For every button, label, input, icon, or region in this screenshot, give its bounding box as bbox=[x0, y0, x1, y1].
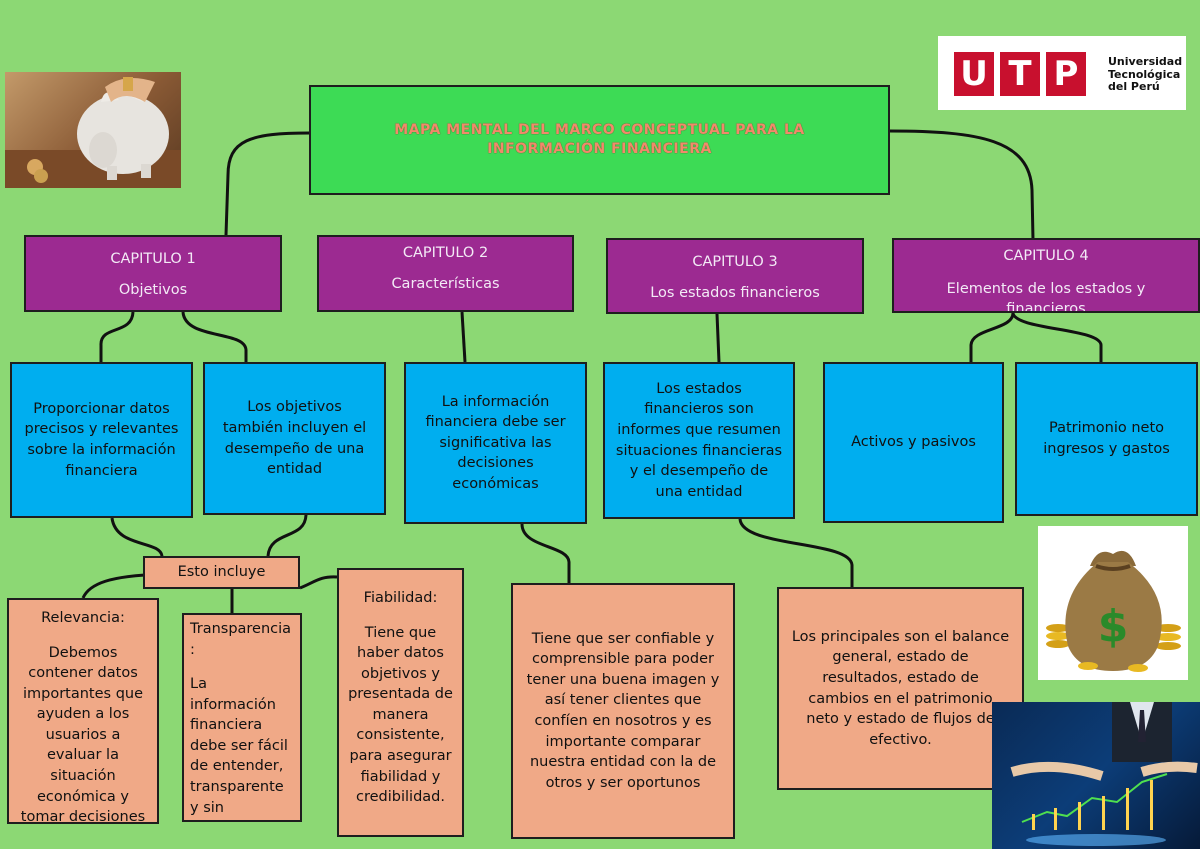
chapter-1-box: CAPITULO 1 Objetivos bbox=[24, 235, 282, 312]
title-box: MAPA MENTAL DEL MARCO CONCEPTUAL PARA LA… bbox=[309, 85, 890, 195]
detail-4-box: Los estados financieros son informes que… bbox=[603, 362, 795, 519]
confiable-box: Tiene que ser confiable y comprensible p… bbox=[511, 583, 735, 839]
chapter-2-box: CAPITULO 2 Características bbox=[317, 235, 574, 312]
detail-5-box: Activos y pasivos bbox=[823, 362, 1004, 523]
utp-logo: U T P Universidad Tecnológica del Perú bbox=[938, 36, 1186, 110]
piggy-bank-icon bbox=[5, 77, 181, 188]
chapter-4-label: CAPITULO 4 bbox=[1003, 248, 1089, 264]
detail-6-box: Patrimonio neto ingresos y gastos bbox=[1015, 362, 1198, 516]
detail-3-text: La información financiera debe ser signi… bbox=[425, 393, 566, 492]
transparencia-text: La información financiera debe ser fácil… bbox=[190, 676, 288, 816]
money-bag-icon: $ bbox=[1046, 550, 1181, 672]
chapter-3-label: CAPITULO 3 bbox=[692, 254, 778, 270]
piggy-bank-photo bbox=[5, 72, 181, 188]
money-bag-image: $ bbox=[1038, 526, 1188, 680]
chapter-1-subtitle: Objetivos bbox=[118, 281, 188, 298]
detail-2-text: Los objetivos también incluyen el desemp… bbox=[222, 399, 367, 478]
detail-1-text: Proporcionar datos precisos y relevantes… bbox=[24, 400, 179, 479]
includes-box: Esto incluye bbox=[143, 556, 300, 589]
connector-cap4-d5 bbox=[969, 312, 1015, 362]
utp-name: Universidad Tecnológica del Perú bbox=[1108, 55, 1183, 94]
chapter-3-subtitle: Los estados financieros bbox=[650, 284, 820, 301]
detail-5-text: Activos y pasivos bbox=[851, 434, 976, 451]
utp-letters: U T P bbox=[954, 52, 1086, 96]
connector-cap1-d2 bbox=[181, 311, 248, 362]
detail-4-text: Los estados financieros son informes que… bbox=[615, 380, 783, 500]
confiable-text: Tiene que ser confiable y comprensible p… bbox=[526, 630, 720, 791]
connector-includes-fiabilidad bbox=[299, 575, 338, 590]
business-hands-photo bbox=[992, 702, 1200, 849]
transparencia-box: Transparencia : La información financier… bbox=[182, 613, 302, 822]
connector-cap4-d6 bbox=[1011, 312, 1103, 362]
fiabilidad-text: Tiene que haber datos objetivos y presen… bbox=[348, 624, 453, 806]
detail-3-box: La información financiera debe ser signi… bbox=[404, 362, 587, 524]
connector-cap1-d1 bbox=[99, 311, 135, 362]
chapter-4-subtitle: Elementos de los estados y financieros bbox=[946, 280, 1146, 313]
includes-text: Esto incluye bbox=[177, 564, 266, 581]
principales-text: Los principales son el balance general, … bbox=[791, 628, 1010, 748]
chapter-3-box: CAPITULO 3 Los estados financieros bbox=[606, 238, 864, 314]
detail-2-box: Los objetivos también incluyen el desemp… bbox=[203, 362, 386, 515]
detail-1-box: Proporcionar datos precisos y relevantes… bbox=[10, 362, 193, 518]
fiabilidad-heading: Fiabilidad: bbox=[363, 590, 438, 606]
chapter-1-label: CAPITULO 1 bbox=[110, 251, 196, 267]
connector-title-cap1 bbox=[224, 131, 311, 236]
connector-title-cap4 bbox=[888, 129, 1035, 241]
connector-d1-includes bbox=[110, 517, 164, 557]
relevancia-box: Relevancia: Debemos contener datos impor… bbox=[7, 598, 159, 824]
relevancia-text: Debemos contener datos importantes que a… bbox=[20, 644, 146, 824]
connector-cap2-d3 bbox=[460, 311, 467, 363]
svg-text:$: $ bbox=[1098, 601, 1129, 652]
growth-chart-icon bbox=[1010, 702, 1198, 846]
chapter-4-box: CAPITULO 4 Elementos de los estados y fi… bbox=[892, 238, 1200, 313]
connector-d3-confiable bbox=[520, 523, 571, 583]
relevancia-heading: Relevancia: bbox=[41, 610, 125, 626]
detail-6-text: Patrimonio neto ingresos y gastos bbox=[1043, 420, 1170, 457]
principales-box: Los principales son el balance general, … bbox=[777, 587, 1024, 790]
page-title: MAPA MENTAL DEL MARCO CONCEPTUAL PARA LA… bbox=[394, 122, 805, 157]
chapter-2-label: CAPITULO 2 bbox=[402, 245, 489, 261]
fiabilidad-box: Fiabilidad: Tiene que haber datos objeti… bbox=[337, 568, 464, 837]
connector-d4-principales bbox=[738, 518, 854, 587]
transparencia-heading: Transparencia : bbox=[190, 621, 292, 658]
connector-includes-relevancia bbox=[81, 573, 146, 599]
connector-d2-includes bbox=[266, 514, 308, 557]
chapter-2-subtitle: Características bbox=[391, 275, 500, 292]
connector-cap3-d4 bbox=[715, 313, 721, 363]
